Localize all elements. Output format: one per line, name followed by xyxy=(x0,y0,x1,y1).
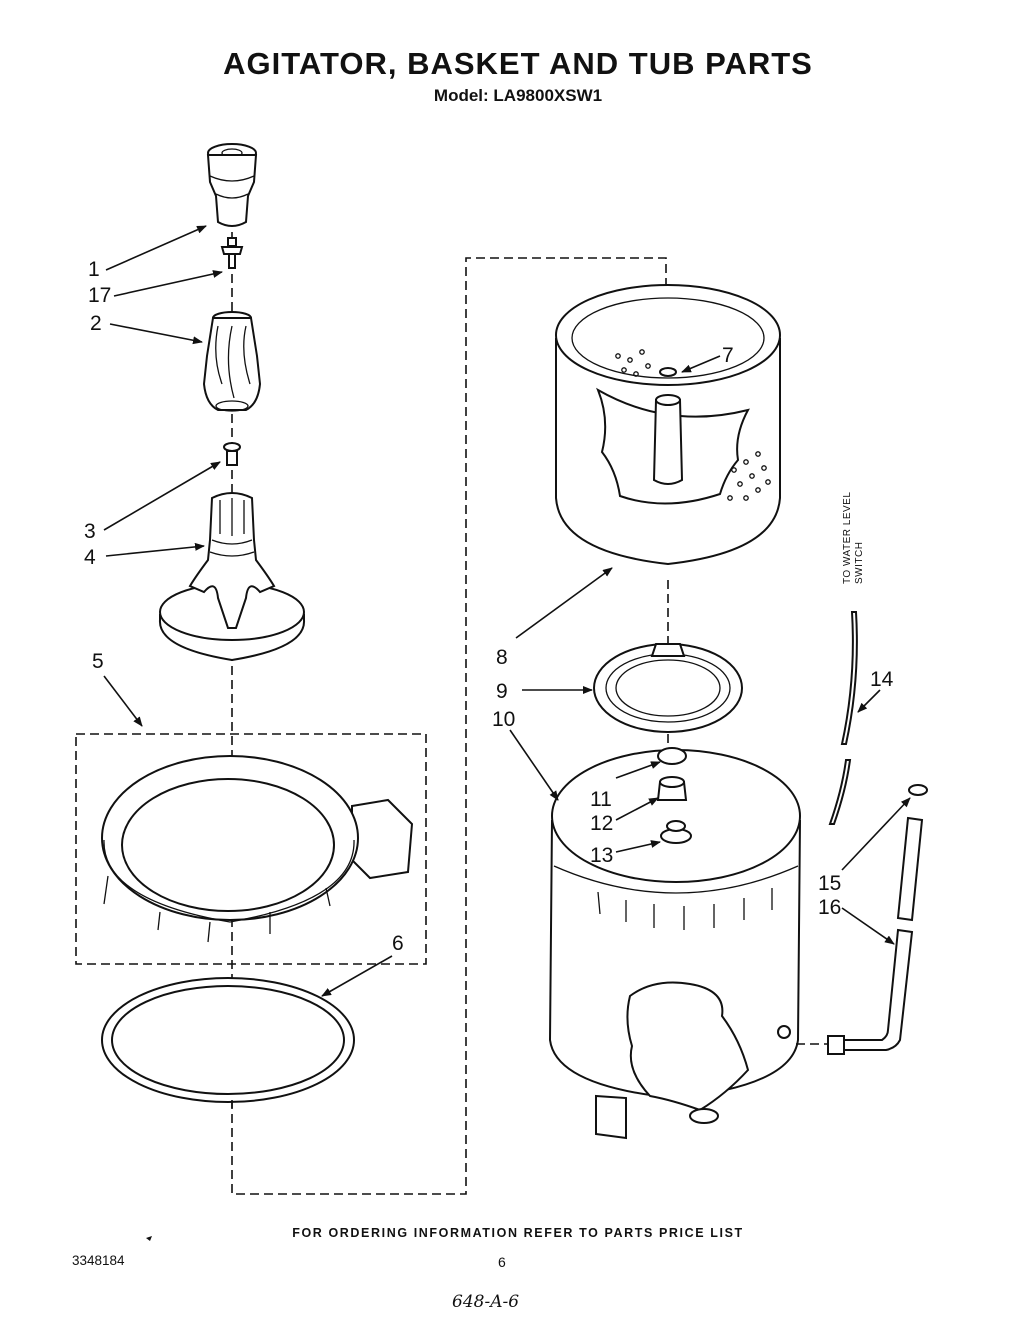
part-1-agitator-cap xyxy=(206,143,258,227)
page-number: 6 xyxy=(498,1254,506,1270)
callout-1: 1 xyxy=(88,258,100,281)
callout-2: 2 xyxy=(90,312,102,335)
part-5-kit-box xyxy=(75,733,427,965)
callout-16: 16 xyxy=(818,896,841,919)
part-14-air-hose xyxy=(828,611,858,825)
handwritten-note: 648-A-6 xyxy=(452,1292,520,1312)
callout-11: 11 xyxy=(590,788,612,811)
callout-3: 3 xyxy=(84,520,96,543)
callout-17: 17 xyxy=(88,284,111,307)
model-number: Model: LA9800XSW1 xyxy=(433,86,603,105)
part-5-tub-ring xyxy=(101,755,414,943)
callout-10: 10 xyxy=(492,708,515,731)
part-10-tub xyxy=(548,749,801,1140)
part-6-seal-ring xyxy=(101,977,355,1103)
part-16-drain-hose xyxy=(796,816,924,1055)
part-17-bolt xyxy=(220,237,244,269)
callout-15: 15 xyxy=(818,872,841,895)
connector-line xyxy=(231,257,667,1195)
callout-5: 5 xyxy=(92,650,104,673)
ordering-info-footer: FOR ORDERING INFORMATION REFER TO PARTS … xyxy=(292,1226,744,1240)
water-level-label-line-1: TO WATER LEVEL xyxy=(842,492,853,584)
part-2-agitator-cam xyxy=(202,311,262,412)
callout-12: 12 xyxy=(590,812,613,835)
callout-4: 4 xyxy=(84,546,96,569)
water-level-switch-label: TO WATER LEVEL SWITCH xyxy=(842,492,865,584)
callout-9: 9 xyxy=(496,680,508,703)
callout-6: 6 xyxy=(392,932,404,955)
callout-8: 8 xyxy=(496,646,508,669)
basket-perforations xyxy=(615,349,771,501)
callout-labels: 1 17 2 3 4 5 6 7 8 9 10 11 12 13 14 15 1… xyxy=(84,258,894,955)
callout-14: 14 xyxy=(870,668,894,691)
callout-arrows xyxy=(103,225,911,997)
part-4-agitator xyxy=(158,492,306,662)
part-8-basket xyxy=(555,284,781,566)
page-title: AGITATOR, BASKET AND TUB PARTS xyxy=(223,46,813,81)
part-11-ring xyxy=(657,747,687,765)
document-number: 3348184 xyxy=(72,1253,125,1268)
water-level-label-line-2: SWITCH xyxy=(854,542,865,584)
part-15-clamp xyxy=(908,784,928,796)
part-9-hub xyxy=(593,643,743,733)
small-mark xyxy=(146,1236,152,1241)
callout-13: 13 xyxy=(590,844,613,867)
part-12-bearing xyxy=(656,776,688,801)
part-3-bolt xyxy=(223,442,241,466)
part-13-seal xyxy=(660,820,692,844)
callout-7: 7 xyxy=(722,344,734,367)
